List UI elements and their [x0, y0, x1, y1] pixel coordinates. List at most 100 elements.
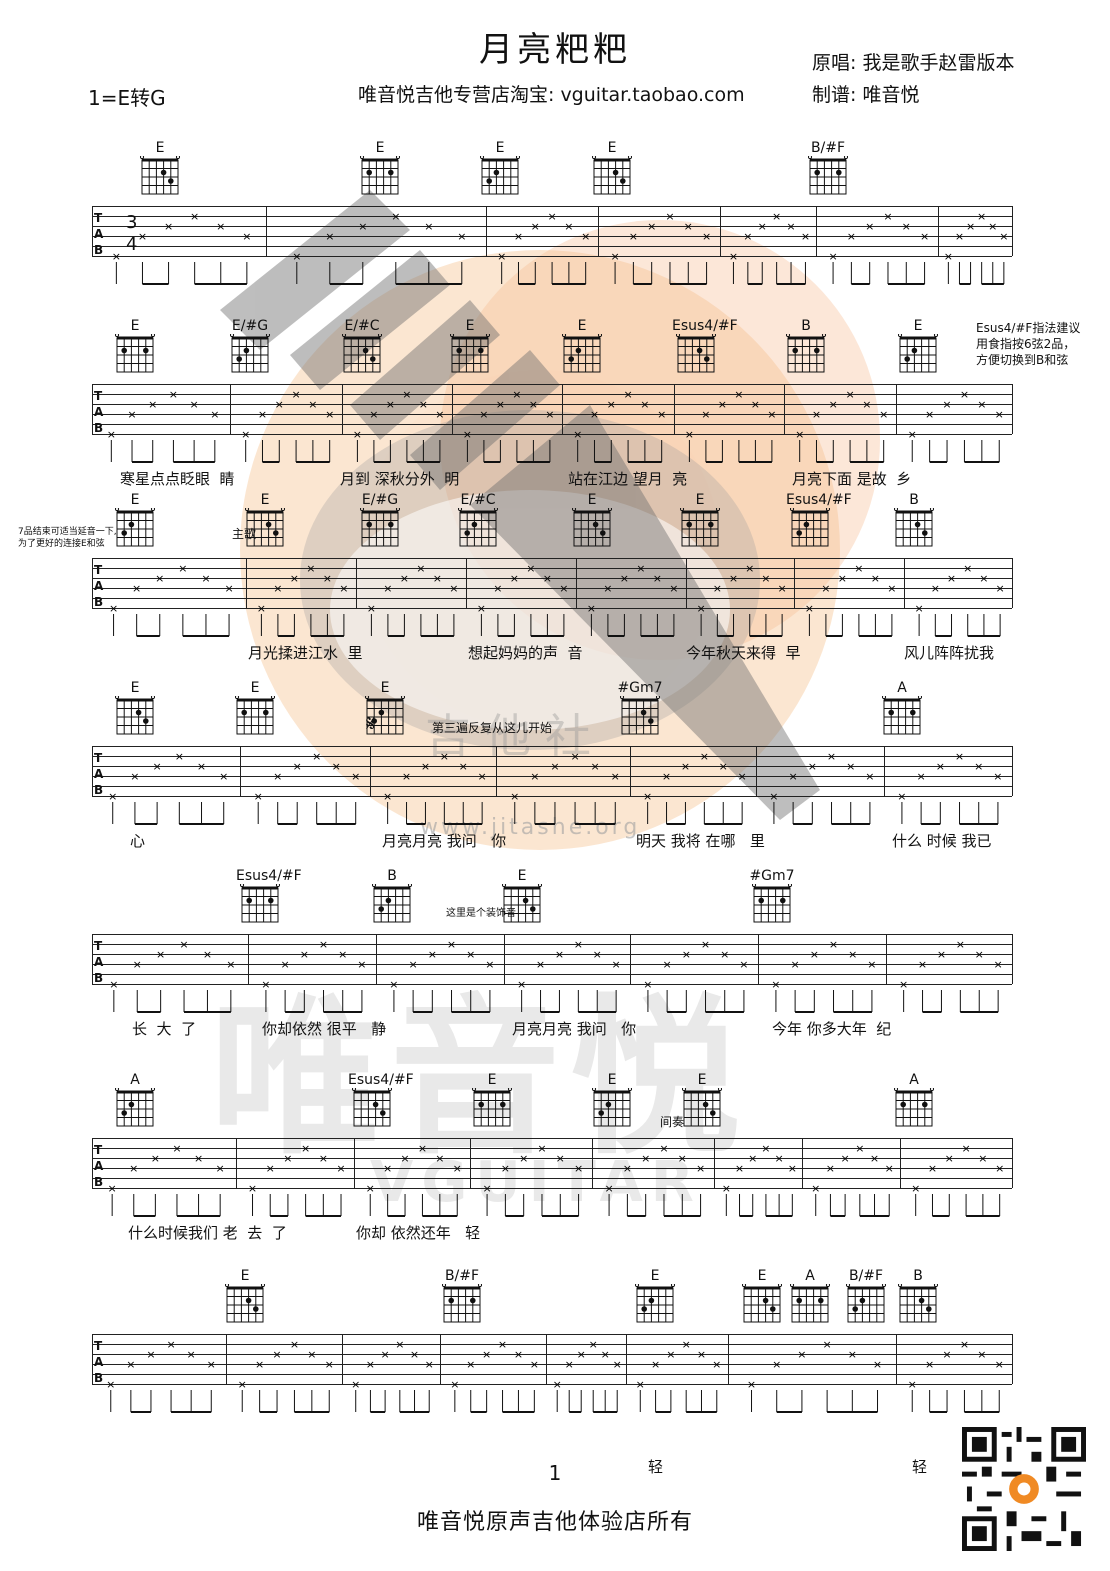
- chord-diagram: [341, 332, 383, 373]
- svg-text:×: ×: [383, 582, 392, 595]
- shop-info: 唯音悦吉他专营店淘宝: vguitar.taobao.com: [358, 84, 745, 106]
- svg-text:×: ×: [402, 770, 411, 783]
- svg-text:×: ×: [920, 230, 929, 243]
- svg-text:×: ×: [391, 210, 400, 223]
- chord: B: [368, 868, 416, 924]
- chord-name: #Gm7: [749, 868, 795, 884]
- svg-text:×: ×: [358, 220, 367, 233]
- svg-text:×: ×: [496, 398, 505, 411]
- tab-clef-letter: B: [94, 243, 104, 257]
- bar-line: [376, 934, 377, 984]
- svg-text:×: ×: [466, 948, 475, 961]
- lyric-line: 月到 深秋分外 明: [340, 470, 460, 488]
- svg-text:×: ×: [748, 1152, 757, 1165]
- svg-text:×: ×: [700, 750, 709, 763]
- chord: E: [558, 318, 606, 374]
- lyric-line: 心: [130, 832, 146, 850]
- svg-text:×: ×: [788, 1162, 797, 1175]
- bar-line: [266, 206, 267, 256]
- bar-line: [938, 206, 939, 256]
- svg-text:×: ×: [795, 428, 804, 441]
- svg-text:×: ×: [961, 1142, 970, 1155]
- chord: Esus4/#F: [786, 492, 852, 548]
- svg-text:×: ×: [846, 760, 855, 773]
- svg-text:×: ×: [151, 1152, 160, 1165]
- svg-text:×: ×: [257, 602, 266, 615]
- string-line: [92, 1168, 1012, 1169]
- svg-text:×: ×: [942, 1348, 951, 1361]
- string-line: [92, 246, 1012, 247]
- svg-text:×: ×: [908, 428, 917, 441]
- svg-text:×: ×: [729, 572, 738, 585]
- string-line: [92, 568, 1012, 569]
- svg-text:×: ×: [826, 1162, 835, 1175]
- chord: E/#C: [338, 318, 386, 374]
- lyric-line: 什么时候我们 老 去 了: [128, 1224, 287, 1242]
- svg-text:×: ×: [772, 210, 781, 223]
- tab-clef-letter: B: [94, 595, 104, 609]
- svg-text:×: ×: [440, 750, 449, 763]
- bar-line: [576, 558, 577, 608]
- svg-text:×: ×: [657, 408, 666, 421]
- svg-text:×: ×: [307, 1348, 316, 1361]
- tab-clef-letter: B: [94, 421, 104, 435]
- svg-text:×: ×: [577, 1348, 586, 1361]
- svg-text:×: ×: [917, 770, 926, 783]
- svg-text:×: ×: [925, 1358, 934, 1371]
- svg-text:×: ×: [351, 1378, 360, 1391]
- svg-text:×: ×: [497, 250, 506, 263]
- lyric-line: 轻: [648, 1458, 664, 1476]
- svg-text:×: ×: [682, 948, 691, 961]
- svg-text:×: ×: [713, 582, 722, 595]
- string-line: [92, 394, 1012, 395]
- string-line: [92, 414, 1012, 415]
- svg-text:×: ×: [301, 1142, 310, 1155]
- chord-diagram: [789, 1282, 831, 1323]
- qr-code-icon: [962, 1427, 1086, 1551]
- chord: E: [588, 140, 636, 196]
- svg-text:×: ×: [556, 1152, 565, 1165]
- svg-text:×: ×: [955, 230, 964, 243]
- svg-text:×: ×: [829, 938, 838, 951]
- string-line: [92, 1334, 1012, 1335]
- svg-text:×: ×: [682, 1338, 691, 1351]
- bar-line: [686, 558, 687, 608]
- chord-diagram: [371, 882, 413, 923]
- svg-text:×: ×: [485, 958, 494, 971]
- string-line: [92, 578, 1012, 579]
- string-line: [92, 1188, 1012, 1189]
- svg-text:×: ×: [678, 1152, 687, 1165]
- chord-name: Esus4/#F: [672, 318, 738, 334]
- chord-name: E: [155, 140, 165, 156]
- svg-text:×: ×: [974, 760, 983, 773]
- fret7-tip: 7品结束可适当延音一下, 为了更好的连接E和弦: [18, 527, 117, 549]
- chord-diagram: [807, 154, 849, 195]
- svg-text:×: ×: [155, 572, 164, 585]
- svg-text:×: ×: [138, 230, 147, 243]
- svg-text:×: ×: [620, 572, 629, 585]
- string-line: [92, 746, 1012, 747]
- chord-name: E/#G: [231, 318, 269, 334]
- svg-text:×: ×: [386, 398, 395, 411]
- svg-text:×: ×: [526, 562, 535, 575]
- tab-clef-letter: A: [94, 767, 104, 781]
- svg-text:×: ×: [242, 230, 251, 243]
- svg-text:×: ×: [402, 388, 411, 401]
- svg-text:×: ×: [610, 250, 619, 263]
- lyric-line: 风儿阵阵扰我: [904, 644, 995, 662]
- footer-text: 唯音悦原声吉他体验店所有: [416, 1510, 693, 1535]
- svg-text:×: ×: [915, 602, 924, 615]
- svg-text:×: ×: [400, 1152, 409, 1165]
- svg-text:×: ×: [129, 1162, 138, 1175]
- svg-text:×: ×: [353, 428, 362, 441]
- svg-text:×: ×: [995, 1358, 1004, 1371]
- svg-text:×: ×: [564, 220, 573, 233]
- svg-text:×: ×: [273, 770, 282, 783]
- svg-text:×: ×: [381, 1348, 390, 1361]
- svg-text:×: ×: [712, 1358, 721, 1371]
- svg-text:×: ×: [589, 1338, 598, 1351]
- svg-text:×: ×: [418, 1142, 427, 1155]
- esus4-tip: Esus4/#F指法建议 用食指按6弦2品， 方便切换到B和弦: [976, 321, 1081, 367]
